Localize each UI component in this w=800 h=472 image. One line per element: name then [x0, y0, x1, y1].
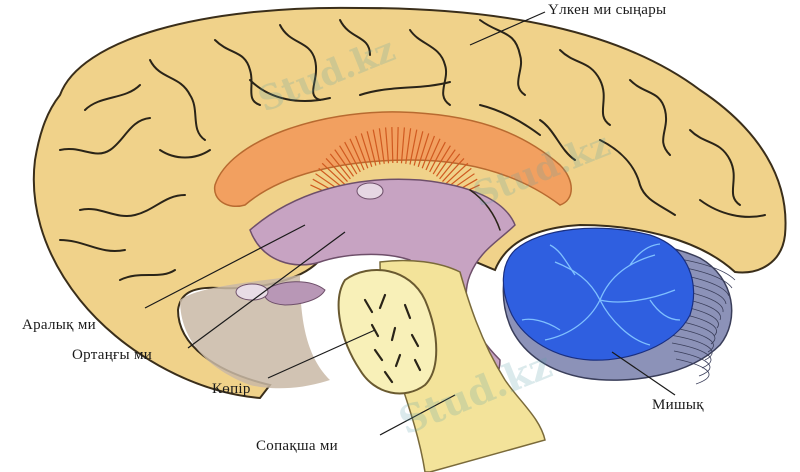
- leader-pons: [267, 329, 376, 379]
- pons: [337, 268, 438, 395]
- arbor-vitae: [521, 243, 681, 346]
- cortex-sulci: [59, 19, 766, 281]
- leader-midbrain: [187, 231, 346, 349]
- leader-medulla: [379, 394, 456, 436]
- leader-diencephalon: [144, 224, 306, 309]
- label-cerebrum: Үлкен ми сыңары: [548, 2, 667, 18]
- label-diencephalon: Аралық ми: [22, 317, 96, 333]
- thalamus: [249, 178, 516, 384]
- label-medulla: Сопақша ми: [256, 438, 338, 454]
- midbrain-structures: [263, 281, 326, 306]
- leader-lines: [144, 11, 676, 436]
- label-cerebellum: Мишық: [652, 397, 704, 413]
- label-pons: Көпір: [212, 381, 251, 397]
- label-midbrain: Ортаңғы ми: [72, 347, 153, 363]
- pineal-body: [356, 182, 384, 200]
- leader-cerebellum: [611, 351, 676, 396]
- cerebellum: [502, 227, 695, 361]
- leader-cerebrum: [469, 11, 546, 46]
